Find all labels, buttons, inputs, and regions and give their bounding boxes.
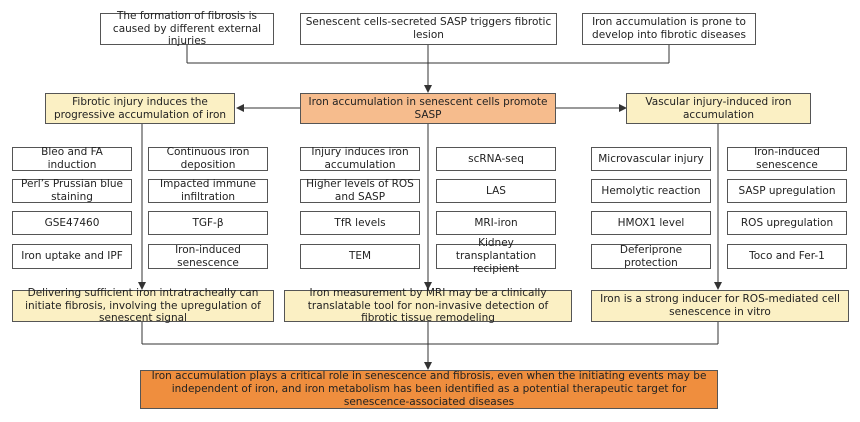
finding-box-ros-senescence: Iron is a strong inducer for ROS-mediate… [591, 290, 849, 322]
evidence-box: GSE47460 [12, 211, 132, 235]
cause-box-iron-accumulation: Iron accumulation is prone to develop in… [582, 13, 756, 45]
evidence-box: Hemolytic reaction [591, 179, 711, 203]
evidence-box: TEM [300, 244, 420, 269]
evidence-box: scRNA-seq [436, 147, 556, 171]
evidence-box: Bleo and FA induction [12, 146, 132, 171]
finding-box-mri-measurement: Iron measurement by MRI may be a clinica… [284, 287, 572, 324]
evidence-box: Toco and Fer-1 [727, 244, 847, 269]
finding-box-intratracheal-iron: Delivering sufficient iron intratracheal… [12, 287, 274, 324]
evidence-box: Perl’s Prussian blue staining [12, 178, 132, 203]
hub-box-iron-senescent-sasp: Iron accumulation in senescent cells pro… [300, 93, 556, 124]
evidence-box: Higher levels of ROS and SASP [300, 178, 420, 203]
evidence-box: Microvascular injury [591, 147, 711, 171]
conclusion-box: Iron accumulation plays a critical role … [140, 370, 718, 409]
evidence-box: TfR levels [300, 211, 420, 235]
evidence-box: Injury induces iron accumulation [300, 146, 420, 171]
evidence-box: Impacted immune infiltration [148, 178, 268, 203]
cause-box-sasp-lesion: Senescent cells-secreted SASP triggers f… [300, 13, 557, 45]
evidence-box: Iron-induced senescence [727, 146, 847, 171]
evidence-box: TGF-β [148, 211, 268, 235]
evidence-box: Iron uptake and IPF [12, 244, 132, 269]
cause-box-external-injuries: The formation of fibrosis is caused by d… [100, 10, 274, 47]
evidence-box: MRI-iron [436, 211, 556, 235]
evidence-box: Continuous iron deposition [148, 146, 268, 171]
evidence-box: ROS upregulation [727, 211, 847, 235]
evidence-box: LAS [436, 179, 556, 203]
evidence-box: Kidney transplantation recipient [436, 237, 556, 275]
evidence-box: Deferiprone protection [591, 244, 711, 269]
branch-box-fibrotic-injury: Fibrotic injury induces the progressive … [45, 93, 235, 124]
evidence-box: Iron-induced senescence [148, 244, 268, 269]
evidence-box: SASP upregulation [727, 179, 847, 203]
branch-box-vascular-injury: Vascular injury-induced iron accumulatio… [626, 93, 811, 124]
evidence-box: HMOX1 level [591, 211, 711, 235]
